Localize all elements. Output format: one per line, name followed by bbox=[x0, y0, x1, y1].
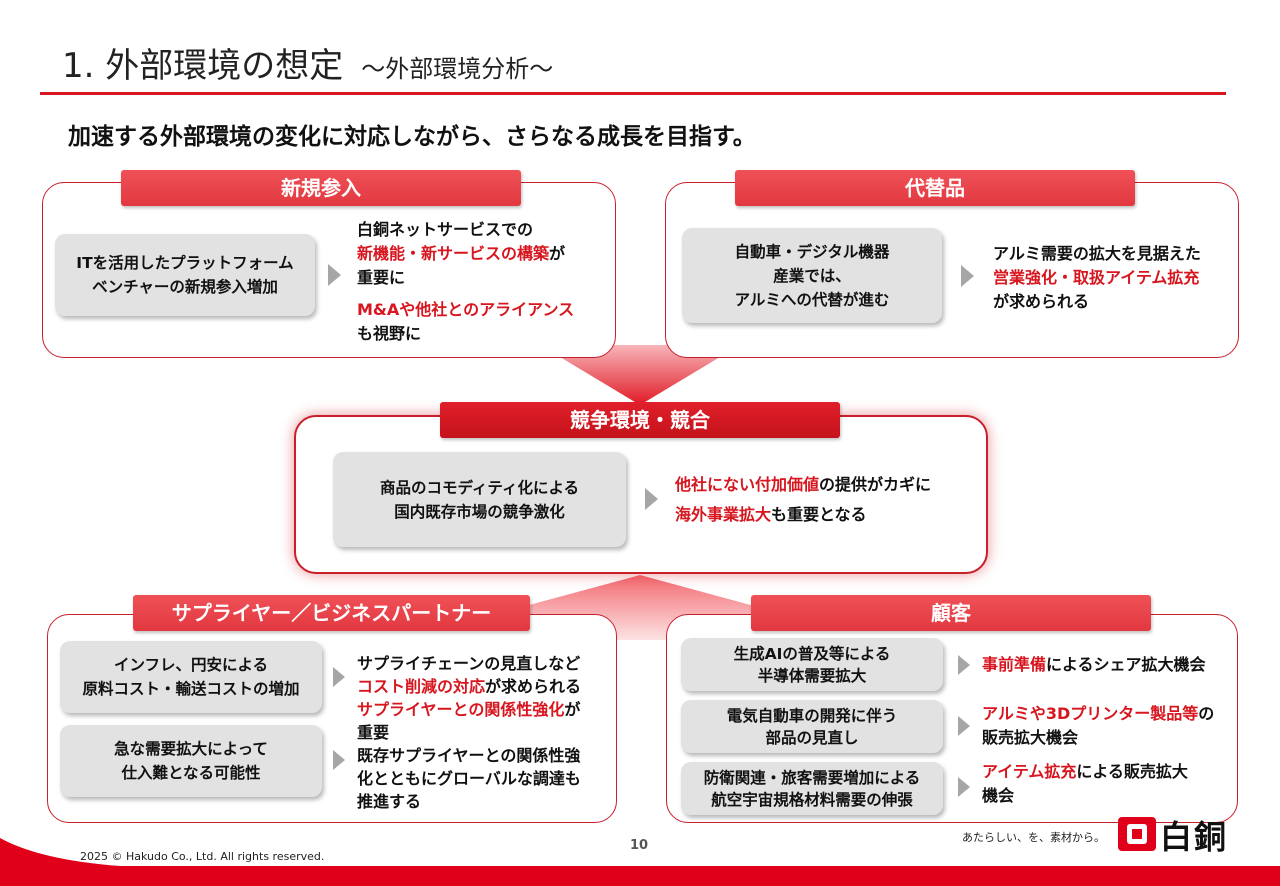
highlight-text: アルミや3Dプリンター製品等 bbox=[982, 704, 1199, 723]
customer-header: 顧客 bbox=[751, 595, 1151, 631]
response-text: も重要となる bbox=[771, 505, 867, 524]
cause-line: 部品の見直し bbox=[765, 728, 859, 747]
highlight-text: 営業強化・取扱アイテム拡充 bbox=[993, 268, 1200, 287]
page-title-text: 1. 外部環境の想定 bbox=[62, 46, 344, 86]
cause-line: 国内既存市場の競争激化 bbox=[394, 502, 565, 521]
arrow-right-icon bbox=[333, 667, 345, 687]
highlight-text: 海外事業拡大 bbox=[675, 505, 772, 524]
arrow-right-icon bbox=[961, 265, 974, 287]
response-line: アルミ需要の拡大を見据えた bbox=[993, 244, 1201, 263]
arrow-right-icon bbox=[328, 264, 341, 286]
lead-message: 加速する外部環境の変化に対応しながら、さらなる成長を目指す。 bbox=[68, 124, 756, 150]
page-subtitle: ～外部環境分析～ bbox=[361, 55, 554, 83]
customer-cause-box-2: 電気自動車の開発に伴う部品の見直し bbox=[681, 700, 943, 753]
arrow-right-icon bbox=[645, 488, 658, 510]
cause-line: インフレ、円安による bbox=[113, 656, 269, 674]
competition-cause-box: 商品のコモディティ化による国内既存市場の競争激化 bbox=[333, 452, 626, 547]
title-divider bbox=[40, 92, 1226, 95]
cause-line: 生成AIの普及等による bbox=[733, 644, 891, 663]
response-line: 重要に bbox=[357, 268, 406, 287]
arrow-right-icon bbox=[958, 777, 970, 797]
copyright: 2025 © Hakudo Co., Ltd. All rights reser… bbox=[80, 850, 325, 863]
page-number: 10 bbox=[630, 838, 649, 853]
highlight-text: サプライヤーとの関係性強化 bbox=[357, 700, 565, 719]
customer-cause-box-1: 生成AIの普及等による半導体需要拡大 bbox=[681, 638, 943, 691]
response-line: 販売拡大機会 bbox=[982, 728, 1079, 747]
response-text: の提供がカギに bbox=[819, 475, 932, 494]
cause-line: 航空宇宙規格材料需要の伸張 bbox=[711, 790, 913, 809]
response-line: 新機能・新サービスの構築が bbox=[357, 242, 607, 266]
response-text: が求められる bbox=[485, 677, 582, 696]
down-arrow-shape bbox=[540, 345, 740, 405]
response-line: も視野に bbox=[357, 324, 422, 343]
response-line: 化とともにグローバルな調達も bbox=[357, 769, 581, 788]
cause-line: アルミへの代替が進む bbox=[734, 290, 890, 309]
substitute-response: アルミ需要の拡大を見据えた 営業強化・取扱アイテム拡充 が求められる bbox=[993, 242, 1233, 314]
cause-line: 商品のコモディティ化による bbox=[379, 478, 580, 497]
response-line: サプライヤーとの関係性強化が bbox=[357, 698, 612, 721]
tagline: あたらしい、を、素材から。 bbox=[962, 831, 1105, 844]
response-line: 既存サプライヤーとの関係性強 bbox=[357, 746, 581, 765]
supplier-header: サプライヤー／ビジネスパートナー bbox=[133, 595, 530, 631]
arrow-right-icon bbox=[958, 716, 970, 736]
response-line: 白銅ネットサービスでの bbox=[357, 220, 534, 239]
response-line: 推進する bbox=[357, 792, 422, 811]
highlight-text: M&Aや他社とのアライアンス bbox=[357, 300, 575, 319]
footer-bar bbox=[0, 866, 1280, 886]
competition-response: 他社にない付加価値の提供がカギに 海外事業拡大も重要となる bbox=[675, 470, 975, 530]
cause-line: 半導体需要拡大 bbox=[757, 666, 867, 685]
footer-corner-swoosh bbox=[0, 838, 120, 866]
cause-line: 原料コスト・輸送コストの増加 bbox=[82, 680, 300, 698]
response-line: が求められる bbox=[993, 292, 1090, 311]
new-entry-response: 白銅ネットサービスでの 新機能・新サービスの構築が 重要に M&Aや他社とのアラ… bbox=[357, 218, 607, 346]
highlight-text: アイテム拡充 bbox=[982, 762, 1077, 781]
response-line: アイテム拡充による販売拡大 bbox=[982, 760, 1232, 784]
customer-response-2: アルミや3Dプリンター製品等の 販売拡大機会 bbox=[982, 702, 1232, 750]
arrow-right-icon bbox=[333, 750, 345, 770]
supplier-cause-box-2: 急な需要拡大によって仕入難となる可能性 bbox=[60, 725, 322, 797]
cause-line: 電気自動車の開発に伴う bbox=[726, 706, 898, 725]
response-text: が bbox=[549, 244, 566, 263]
page-title: 1. 外部環境の想定 ～外部環境分析～ bbox=[62, 38, 553, 87]
response-line: コスト削減の対応が求められる bbox=[357, 675, 612, 698]
cause-line: ベンチャーの新規参入増加 bbox=[92, 278, 278, 296]
response-line: アルミや3Dプリンター製品等の bbox=[982, 702, 1232, 726]
cause-line: 防衛関連・旅客需要増加による bbox=[703, 768, 921, 787]
substitute-header: 代替品 bbox=[735, 170, 1135, 206]
competition-header: 競争環境・競合 bbox=[440, 402, 840, 438]
response-line: 機会 bbox=[982, 786, 1015, 805]
hakudo-logo-icon bbox=[1118, 817, 1156, 851]
arrow-right-icon bbox=[958, 655, 970, 675]
response-line: サプライチェーンの見直しなど bbox=[357, 654, 581, 673]
highlight-text: コスト削減の対応 bbox=[357, 677, 486, 696]
response-text: による販売拡大 bbox=[1076, 762, 1188, 781]
customer-response-1: 事前準備によるシェア拡大機会 bbox=[982, 653, 1232, 677]
highlight-text: 事前準備 bbox=[982, 655, 1047, 674]
substitute-cause-box: 自動車・デジタル機器産業では、アルミへの代替が進む bbox=[682, 228, 942, 323]
response-line: 他社にない付加価値の提供がカギに bbox=[675, 470, 975, 500]
response-text: によるシェア拡大機会 bbox=[1046, 655, 1206, 674]
new-entry-cause-box: ITを活用したプラットフォームベンチャーの新規参入増加 bbox=[55, 234, 315, 316]
response-line: 海外事業拡大も重要となる bbox=[675, 500, 975, 530]
cause-line: 急な需要拡大によって bbox=[114, 740, 268, 758]
cause-line: 産業では、 bbox=[773, 266, 851, 285]
customer-response-3: アイテム拡充による販売拡大 機会 bbox=[982, 760, 1232, 808]
highlight-text: 他社にない付加価値 bbox=[675, 475, 820, 494]
cause-line: 仕入難となる可能性 bbox=[121, 764, 261, 782]
hakudo-logo-text: 白銅 bbox=[1160, 818, 1229, 856]
supplier-cause-box-1: インフレ、円安による原料コスト・輸送コストの増加 bbox=[60, 641, 322, 713]
response-text: が bbox=[564, 700, 581, 719]
customer-cause-box-3: 防衛関連・旅客需要増加による航空宇宙規格材料需要の伸張 bbox=[681, 762, 943, 815]
supplier-response: サプライチェーンの見直しなど コスト削減の対応が求められる サプライヤーとの関係… bbox=[357, 652, 612, 813]
highlight-text: 新機能・新サービスの構築 bbox=[357, 244, 550, 263]
response-line: 重要 bbox=[357, 723, 390, 742]
cause-line: ITを活用したプラットフォーム bbox=[76, 254, 294, 272]
new-entry-header: 新規参入 bbox=[121, 170, 521, 206]
response-text: の bbox=[1198, 704, 1215, 723]
cause-line: 自動車・デジタル機器 bbox=[734, 242, 890, 261]
